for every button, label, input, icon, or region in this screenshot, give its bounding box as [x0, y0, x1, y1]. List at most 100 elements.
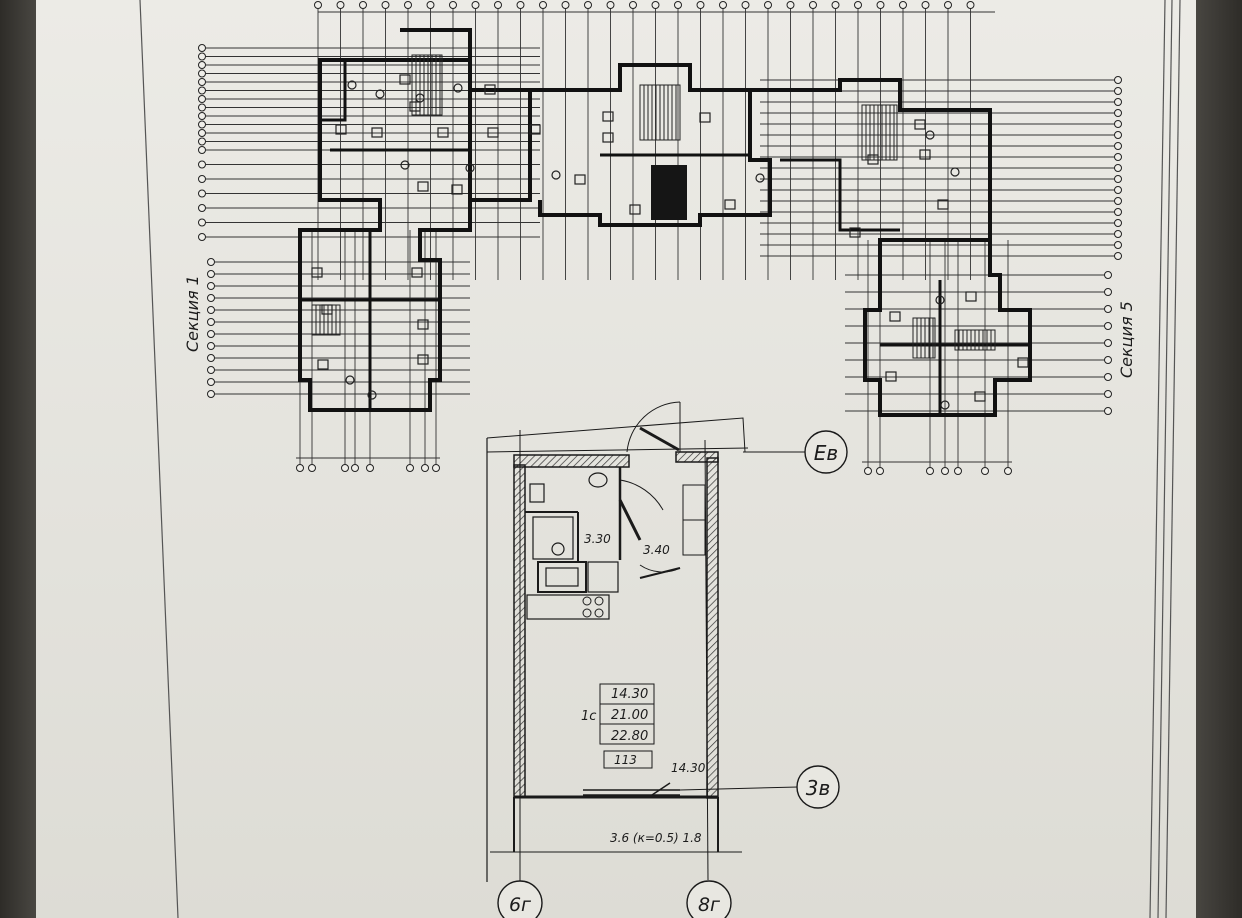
- axis-bubble: [406, 464, 414, 472]
- axis-bubble: [899, 1, 907, 9]
- axis-bubble: [1104, 288, 1112, 296]
- apartment-living-area: 14.30: [611, 687, 648, 702]
- section-label-1: Секция 1: [183, 275, 202, 352]
- axis-bubble: [207, 306, 215, 314]
- axis-bubble: [1114, 98, 1122, 106]
- axis-bubble: [198, 137, 206, 146]
- fixture-round: [400, 160, 410, 170]
- axis-bubble: [786, 1, 795, 9]
- fixture: [417, 181, 429, 192]
- fixture: [974, 391, 986, 402]
- axis-bubble: [1104, 339, 1112, 347]
- axis-bubbles: [198, 1, 1122, 475]
- axis-bubble: [296, 464, 304, 472]
- fixture: [914, 119, 926, 130]
- apartment-area: 21.00: [611, 708, 648, 723]
- axis-bubble: [741, 1, 750, 9]
- axis-label-zv: 3в: [806, 776, 831, 800]
- fixture: [574, 174, 586, 185]
- axis-bubble: [198, 95, 206, 103]
- axis-bubble: [207, 354, 215, 362]
- axis-bubble: [198, 120, 206, 129]
- axis-bubble: [198, 103, 206, 112]
- axis-bubble: [1004, 467, 1012, 475]
- apartment-unit-plan: [486, 401, 806, 882]
- axis-bubble: [198, 146, 206, 154]
- fixture: [409, 101, 421, 112]
- building-walls-middle: [530, 63, 992, 242]
- axis-bubble: [336, 1, 345, 9]
- dim-balcony: 3.6 (к=0.5) 1.8: [610, 831, 702, 845]
- axis-bubble: [1104, 407, 1112, 415]
- axis-bubble: [606, 1, 615, 9]
- fixture-round: [367, 390, 377, 400]
- axis-bubble: [1114, 153, 1122, 161]
- stair-outline: [411, 54, 443, 116]
- axis-gridlines-vertical: [299, 8, 1009, 470]
- axis-gridlines-horizontal: [206, 11, 1115, 463]
- axis-bubble: [809, 1, 817, 9]
- axis-bubble: [1104, 305, 1112, 313]
- fixture-round: [453, 83, 463, 93]
- axis-bubble: [1114, 197, 1122, 205]
- fixture-round: [347, 80, 357, 90]
- axis-bubble: [1104, 322, 1112, 330]
- axis-bubble: [1114, 175, 1122, 183]
- axis-bubble: [981, 467, 989, 475]
- axis-bubble: [198, 160, 206, 169]
- fixture: [1017, 357, 1029, 368]
- axis-bubble: [1104, 271, 1112, 279]
- fixture: [484, 84, 496, 95]
- axis-bubble: [876, 467, 884, 475]
- axis-bubble: [516, 1, 525, 9]
- fixture: [335, 124, 347, 135]
- axis-bubble: [198, 233, 206, 241]
- fixture: [371, 127, 383, 138]
- axis-marker-ev: [804, 430, 848, 474]
- apartment-total-area: 22.80: [611, 729, 648, 744]
- axis-bubble: [207, 390, 215, 398]
- dim-living: 14.30: [671, 761, 706, 775]
- axis-marker-zv: [796, 765, 840, 809]
- axis-bubble: [341, 464, 349, 472]
- stair-outline: [861, 104, 898, 161]
- dim-hall: 3.40: [643, 543, 670, 557]
- fixture-round: [375, 89, 385, 99]
- axis-bubble: [1114, 230, 1122, 238]
- axis-bubble: [426, 1, 435, 9]
- axis-bubble: [954, 467, 962, 475]
- axis-marker-6g: [497, 880, 543, 918]
- axis-bubble: [381, 1, 390, 9]
- fixture: [889, 311, 901, 322]
- fixture: [724, 199, 736, 210]
- axis-bubble: [308, 464, 316, 472]
- axis-bubble: [207, 294, 215, 302]
- axis-bubble: [198, 129, 206, 137]
- axis-bubble: [926, 467, 934, 475]
- axis-bubble: [1114, 164, 1122, 172]
- axis-bubble: [1114, 109, 1122, 117]
- axis-bubble: [651, 1, 660, 9]
- axis-label-6g: 6г: [509, 894, 532, 916]
- building-walls-section-1: [298, 28, 532, 412]
- axis-bubble: [1114, 208, 1122, 216]
- axis-bubble: [449, 1, 457, 9]
- stair-outline: [639, 84, 681, 141]
- fixture: [529, 124, 541, 135]
- axis-bubble: [198, 112, 206, 120]
- axis-bubble: [359, 1, 367, 9]
- sheet-frame: [139, 0, 1181, 918]
- axis-bubble: [629, 1, 637, 9]
- axis-bubble: [198, 44, 206, 52]
- apartment-type: 1с: [581, 709, 596, 724]
- fixture: [417, 354, 429, 365]
- axis-bubble: [1114, 186, 1122, 194]
- stair-outline: [954, 329, 996, 351]
- fixture-round: [551, 170, 561, 180]
- fixture-round: [950, 167, 960, 177]
- axis-bubble: [1104, 390, 1112, 398]
- axis-bubble: [944, 1, 952, 9]
- stair-outline: [912, 317, 936, 359]
- fixture: [411, 267, 423, 278]
